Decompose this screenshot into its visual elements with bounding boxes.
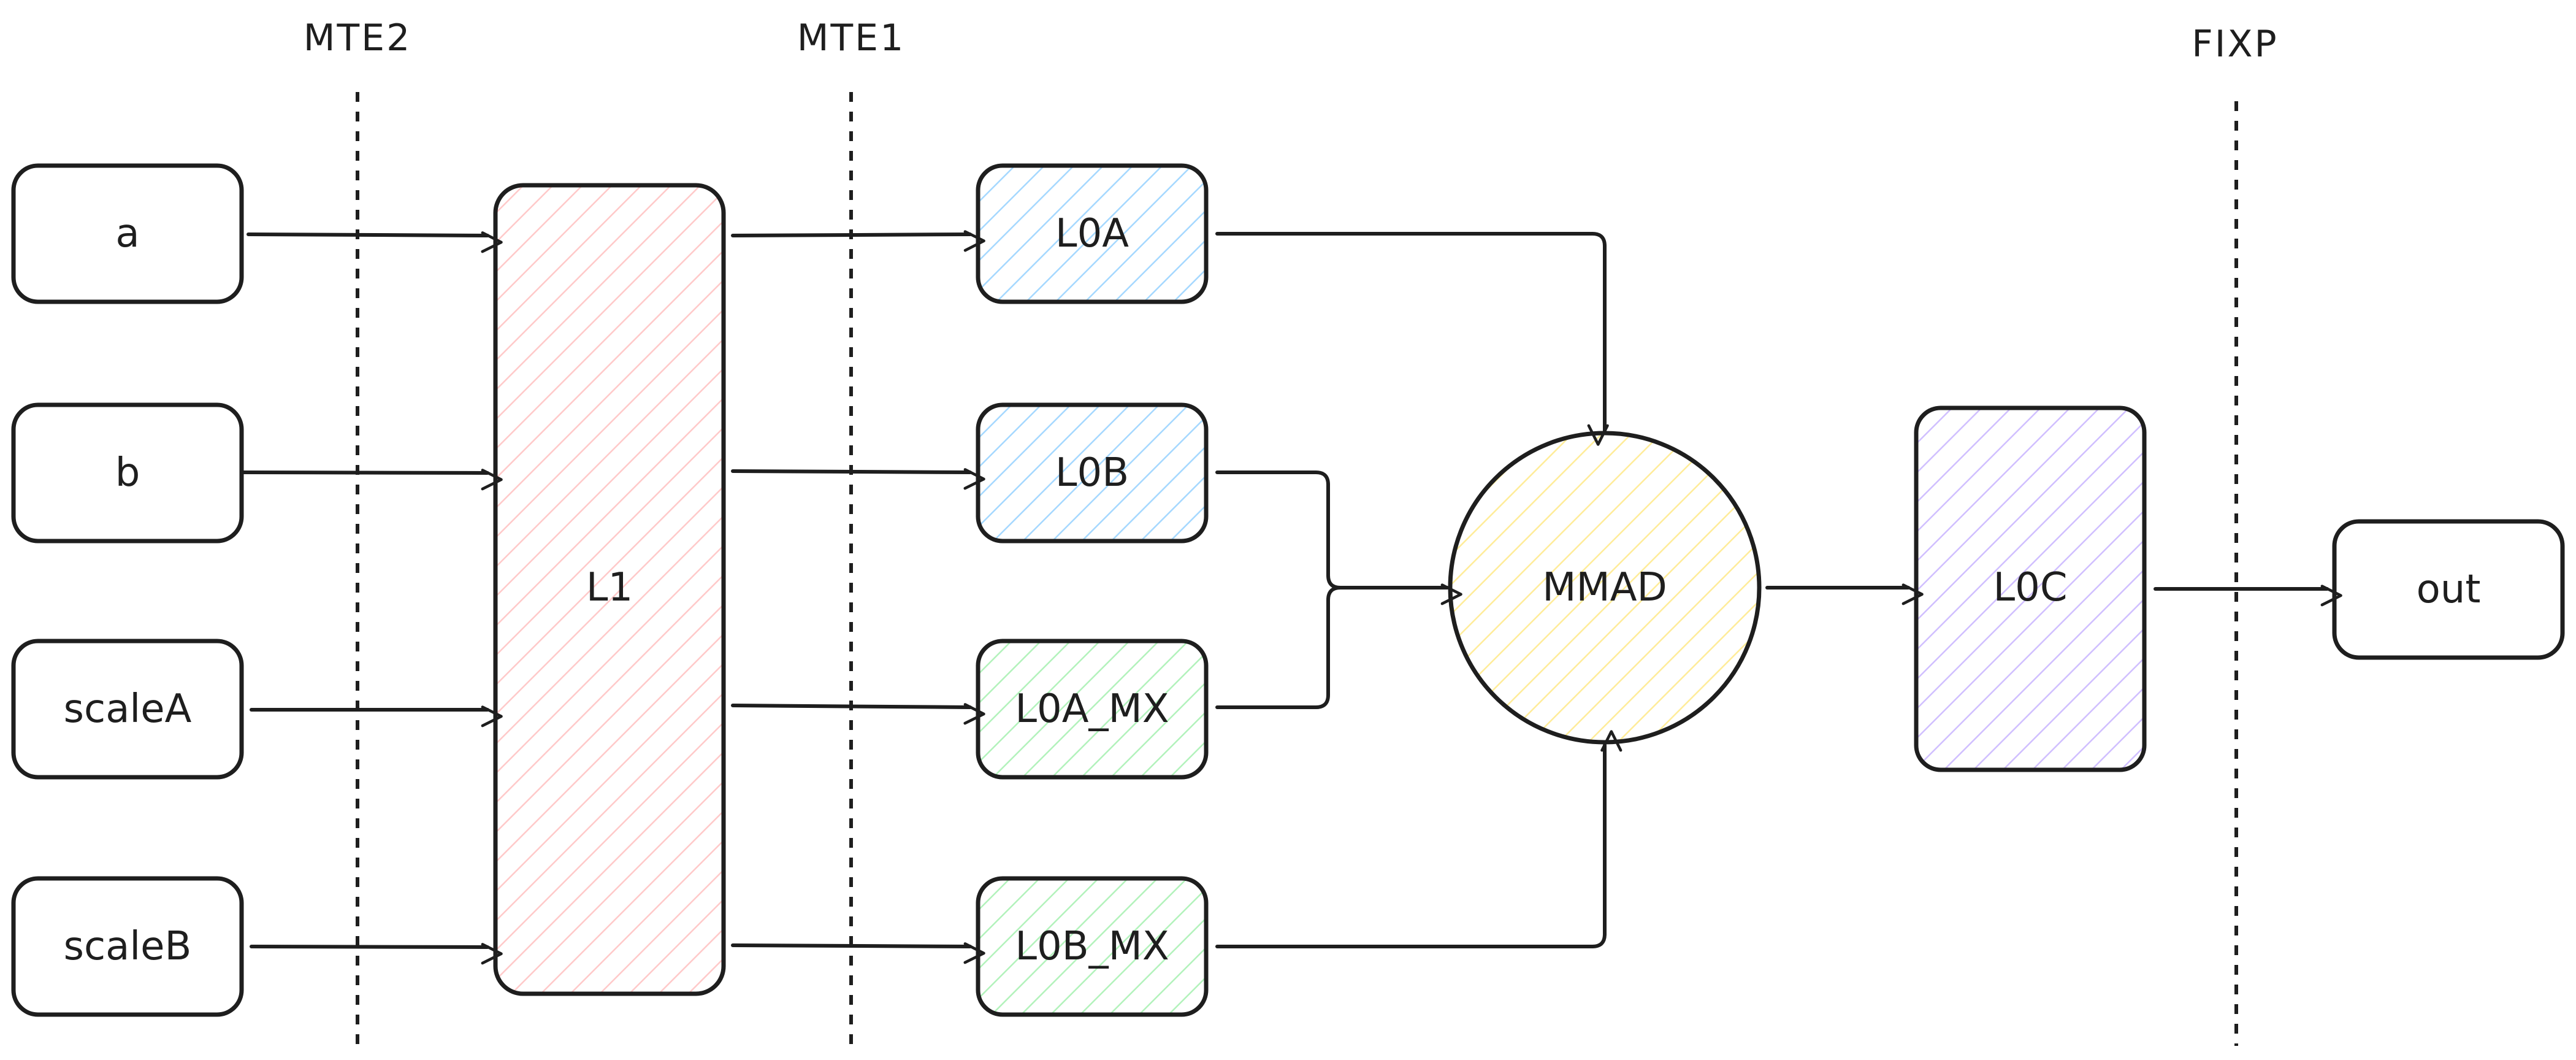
arrow-l1-to-l0b-mx bbox=[731, 942, 985, 964]
buffer-node-label: L0A_MX bbox=[1015, 686, 1169, 732]
arrow-l1-to-l0a-mx bbox=[731, 703, 985, 725]
stage-label-mte1: MTE1 bbox=[797, 17, 906, 60]
l0c-buffer: L0C bbox=[1914, 405, 2147, 772]
arrow-l0b-mx-to-mmad bbox=[1215, 730, 1622, 948]
mmad-node: MMAD bbox=[1448, 431, 1762, 745]
arrow-b-to-l1 bbox=[240, 469, 503, 491]
l0c-label: L0C bbox=[1993, 565, 2067, 610]
l1-buffer: L1 bbox=[493, 183, 726, 996]
output-label: out bbox=[2417, 567, 2481, 612]
input-node-label: scaleA bbox=[64, 686, 192, 732]
input-node-label: scaleB bbox=[64, 924, 192, 969]
input-node-scaleb: scaleB bbox=[11, 876, 244, 1017]
mmad-label: MMAD bbox=[1542, 565, 1667, 610]
input-node-a: a bbox=[11, 163, 244, 304]
stage-label-mte2: MTE2 bbox=[304, 17, 412, 60]
input-node-b: b bbox=[11, 402, 244, 543]
buffer-node-label: L0B bbox=[1055, 450, 1129, 496]
output-node: out bbox=[2332, 519, 2565, 660]
buffer-node-l0a-mx: L0A_MX bbox=[976, 639, 1209, 780]
buffer-node-label: L0A bbox=[1055, 211, 1129, 256]
arrow-a-to-l1 bbox=[247, 231, 503, 253]
arrow-l1-to-l0a bbox=[731, 230, 985, 252]
buffer-node-l0b: L0B bbox=[976, 402, 1209, 543]
input-node-label: a bbox=[115, 211, 139, 256]
buffer-node-l0b-mx: L0B_MX bbox=[976, 876, 1209, 1017]
arrow-l0a-mx-to-mmad bbox=[1215, 586, 1342, 709]
l1-label: L1 bbox=[586, 565, 633, 610]
input-node-scalea: scaleA bbox=[11, 639, 244, 780]
arrow-l0a-to-mmad bbox=[1215, 232, 1609, 446]
arrow-l0b-to-mmad bbox=[1215, 470, 1342, 590]
stage-label-fixp: FIXP bbox=[2192, 23, 2279, 66]
buffer-node-label: L0B_MX bbox=[1015, 924, 1169, 969]
buffer-node-l0a: L0A bbox=[976, 163, 1209, 304]
input-node-label: b bbox=[115, 450, 140, 496]
arrow-l1-to-l0b bbox=[731, 468, 985, 490]
